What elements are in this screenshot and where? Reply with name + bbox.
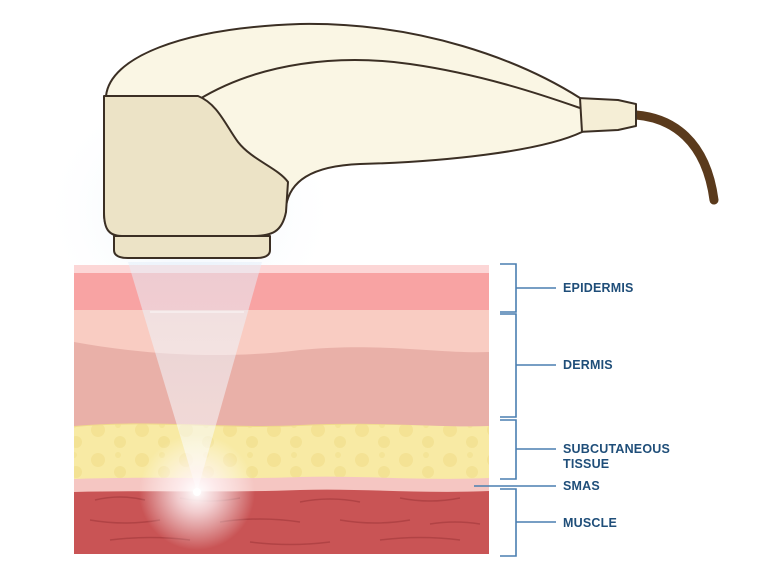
- focal-point: [193, 488, 201, 496]
- layer-brackets: [474, 263, 556, 557]
- dermis-bracket: [500, 313, 556, 418]
- dermis-label: DERMIS: [563, 358, 613, 372]
- epidermis-bracket: [500, 263, 556, 313]
- skin-tissue-block: [74, 265, 489, 554]
- probe-connector: [577, 97, 637, 133]
- skin-surface: [74, 265, 489, 273]
- subcutaneous-fat-cells: [74, 422, 489, 479]
- subcutaneous-bracket: [500, 419, 556, 480]
- subcutaneous-label-line2: TISSUE: [563, 457, 609, 471]
- smas-label: SMAS: [563, 479, 600, 493]
- probe-cable: [631, 110, 719, 205]
- ultrasound-beam: [128, 262, 262, 492]
- probe-head: [103, 95, 289, 237]
- dermis-layer: [74, 340, 489, 427]
- muscle-label: MUSCLE: [563, 516, 617, 530]
- epidermis-label: EPIDERMIS: [563, 281, 634, 295]
- probe-handle-contour: [197, 59, 581, 109]
- ultrasound-probe: [103, 22, 719, 259]
- subcutaneous-label-line1: SUBCUTANEOUS: [563, 442, 670, 456]
- probe-transducer-tip: [113, 235, 271, 259]
- muscle-bracket: [500, 488, 556, 557]
